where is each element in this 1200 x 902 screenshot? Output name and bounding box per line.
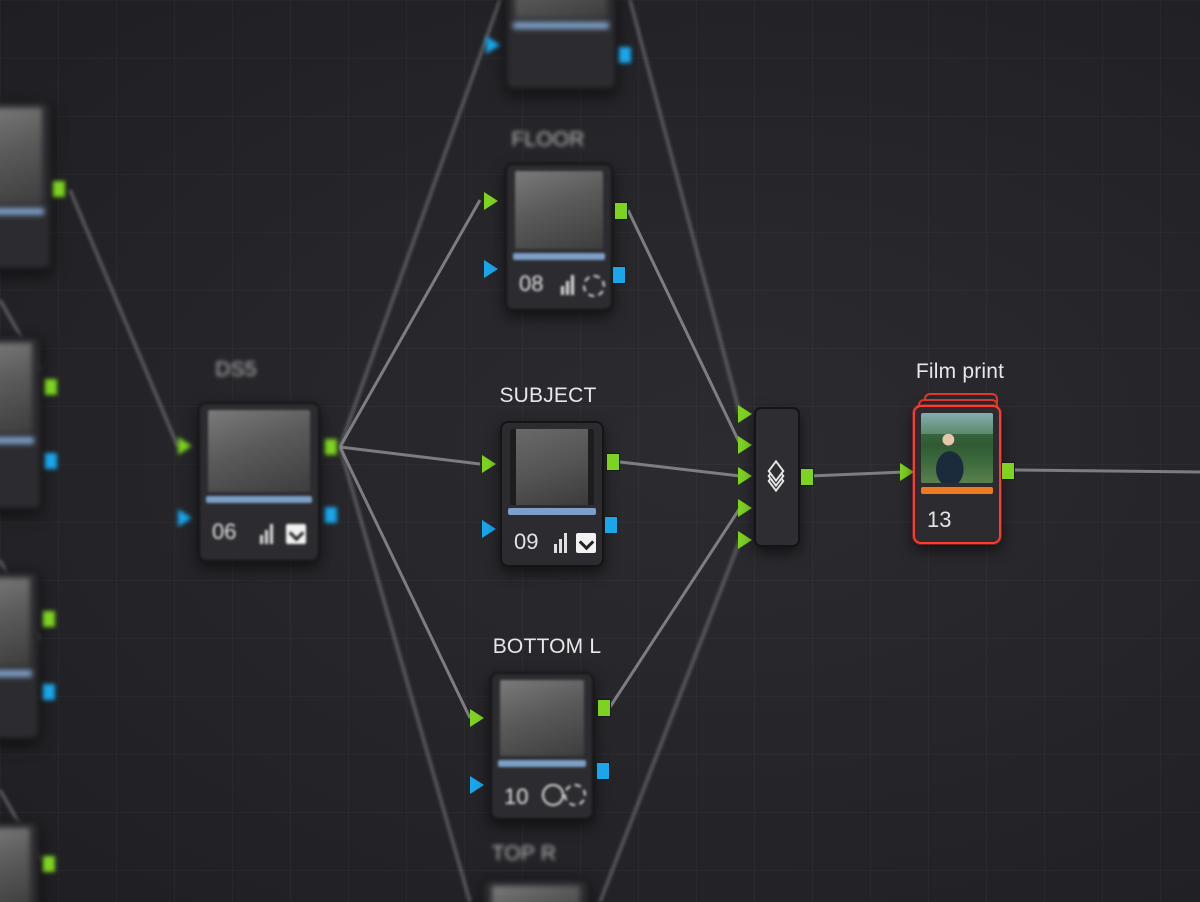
subject-alpha-in[interactable]	[482, 520, 496, 538]
node-label-bottom-l: BOTTOM L	[492, 635, 602, 658]
node-number: 09	[514, 529, 539, 554]
node-offscreen-1[interactable]	[0, 100, 52, 270]
wire-film-to-out	[1011, 468, 1200, 474]
node-offscreen-4[interactable]	[0, 820, 40, 902]
wire-ds5-to-lower	[338, 446, 472, 902]
bottom-l-alpha-out[interactable]	[596, 762, 610, 780]
node-thumbnail	[0, 578, 30, 666]
node-number: 06	[212, 519, 237, 544]
layer-mixer-output[interactable]	[800, 468, 814, 486]
node-offscreen-4-rgb-out[interactable]	[42, 855, 56, 873]
node-thumbnail	[515, 0, 607, 18]
layer-mixer-input-3[interactable]	[738, 467, 752, 485]
node-strip	[0, 437, 34, 444]
node-offscreen-3-rgb-out[interactable]	[42, 610, 56, 628]
layers-icon	[766, 459, 788, 493]
node-thumbnail	[492, 886, 580, 902]
node-offscreen-1-rgb-out[interactable]	[52, 180, 66, 198]
wire-lower-to-mixer	[598, 539, 742, 902]
check-icon	[576, 533, 596, 553]
node-label-top-r: TOP R	[491, 842, 557, 865]
wire-mixer-to-film	[809, 470, 906, 478]
node-strip	[508, 508, 596, 515]
wire-ds5-to-subject	[339, 445, 481, 466]
film-print-rgb-in[interactable]	[900, 463, 914, 481]
wire-ds5-to-bottom	[338, 446, 472, 719]
node-thumbnail	[921, 413, 993, 483]
subject-alpha-out[interactable]	[604, 516, 618, 534]
node-floor[interactable]: 08	[505, 163, 613, 311]
layer-mixer-node[interactable]	[754, 407, 800, 547]
bars-icon	[554, 533, 570, 553]
bottom-l-rgb-in[interactable]	[470, 709, 484, 727]
ring-icon	[542, 784, 564, 806]
node-label-film-print: Film print	[915, 360, 1005, 383]
node-thumbnail	[0, 343, 32, 433]
node-strip	[206, 496, 312, 503]
bars-icon	[561, 275, 577, 295]
node-top-alpha-in[interactable]	[486, 36, 500, 54]
ds5-rgb-in[interactable]	[178, 437, 192, 455]
layer-mixer-input-1[interactable]	[738, 405, 752, 423]
wire-ds5-to-top	[338, 0, 502, 448]
node-thumbnail	[510, 429, 594, 505]
node-offscreen-3-alpha-out[interactable]	[42, 683, 56, 701]
subject-rgb-out[interactable]	[606, 453, 620, 471]
dashed-circle-icon	[583, 275, 605, 297]
check-icon	[286, 524, 306, 544]
wire-bottom-to-mixer	[608, 507, 742, 708]
node-top-offscreen[interactable]	[505, 0, 617, 90]
layer-mixer-input-2[interactable]	[738, 436, 752, 454]
node-number: 08	[519, 271, 544, 296]
node-strip	[0, 208, 44, 215]
node-ds5[interactable]: 06	[198, 402, 320, 562]
wire-floor-to-mixer	[626, 209, 742, 445]
node-offscreen-3[interactable]	[0, 570, 40, 740]
floor-alpha-in[interactable]	[484, 260, 498, 278]
node-number: 13	[927, 507, 952, 532]
ds5-alpha-in[interactable]	[178, 509, 192, 527]
bars-icon	[260, 524, 276, 544]
ds5-alpha-out[interactable]	[324, 506, 338, 524]
floor-alpha-out[interactable]	[612, 266, 626, 284]
node-top-r[interactable]	[482, 878, 590, 902]
subject-rgb-in[interactable]	[482, 455, 496, 473]
node-film-print[interactable]: 13	[913, 405, 1001, 544]
dashed-circle-icon	[564, 784, 586, 806]
node-offscreen-2-alpha-out[interactable]	[44, 452, 58, 470]
node-strip	[498, 760, 586, 767]
node-strip	[513, 22, 609, 29]
film-print-rgb-out[interactable]	[1001, 462, 1015, 480]
floor-rgb-out[interactable]	[614, 202, 628, 220]
node-thumbnail	[0, 828, 30, 902]
node-subject[interactable]: 09	[500, 421, 604, 567]
bottom-l-rgb-out[interactable]	[597, 699, 611, 717]
node-top-alpha-out[interactable]	[618, 46, 632, 64]
wire-top-to-mixer	[628, 0, 742, 415]
node-thumbnail	[515, 171, 603, 249]
node-number: 10	[504, 784, 529, 809]
wire-ds5-to-floor	[338, 199, 482, 448]
layer-mixer-input-4[interactable]	[738, 499, 752, 517]
node-strip	[513, 253, 605, 260]
node-thumbnail	[0, 108, 42, 204]
node-label-subject: SUBJECT	[499, 384, 597, 407]
node-thumbnail	[500, 680, 584, 756]
node-thumbnail	[208, 410, 310, 492]
node-bottom-l[interactable]: 10	[490, 672, 594, 820]
floor-rgb-in[interactable]	[484, 192, 498, 210]
wire-subject-to-mixer	[619, 460, 741, 478]
ds5-rgb-out[interactable]	[324, 438, 338, 456]
node-offscreen-2-rgb-out[interactable]	[44, 378, 58, 396]
node-strip	[921, 487, 993, 494]
layer-mixer-input-5[interactable]	[738, 531, 752, 549]
bottom-l-alpha-in[interactable]	[470, 776, 484, 794]
node-label-ds5: DS5	[215, 358, 257, 381]
node-strip	[0, 670, 32, 677]
node-label-floor: FLOOR	[511, 128, 585, 151]
wire-left-to-ds5	[68, 189, 180, 448]
node-offscreen-2[interactable]	[0, 335, 42, 510]
